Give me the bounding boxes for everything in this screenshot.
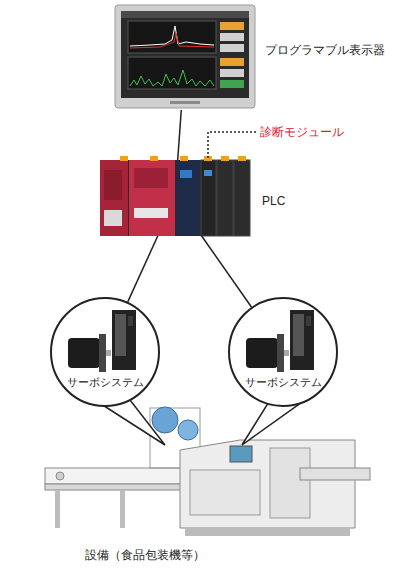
servo-illustration bbox=[68, 310, 136, 372]
connector-line bbox=[178, 110, 182, 160]
servo-callout: サーボシステム bbox=[228, 297, 338, 407]
node-label: プログラマブル表示器 bbox=[265, 43, 385, 57]
node-label: サーボシステム bbox=[52, 375, 158, 389]
servo-callout: サーボシステム bbox=[50, 297, 160, 407]
servo-illustration bbox=[246, 310, 314, 372]
leader-line bbox=[208, 132, 256, 158]
plc-illustration bbox=[100, 156, 250, 236]
machine-node: 設備（食品包装機等） bbox=[40, 398, 370, 543]
display-illustration bbox=[115, 5, 255, 108]
display-node: プログラマブル表示器 bbox=[115, 5, 255, 110]
machine-illustration bbox=[45, 407, 370, 536]
module-label: 診断モジュール bbox=[260, 125, 344, 139]
callout-tail bbox=[51, 298, 337, 445]
connector-line bbox=[128, 236, 158, 302]
connector-line bbox=[202, 236, 252, 307]
node-label: 設備（食品包装機等） bbox=[85, 548, 205, 562]
node-label: PLC bbox=[262, 194, 285, 208]
node-label: サーボシステム bbox=[230, 375, 336, 389]
plc-node: PLC bbox=[100, 160, 250, 236]
